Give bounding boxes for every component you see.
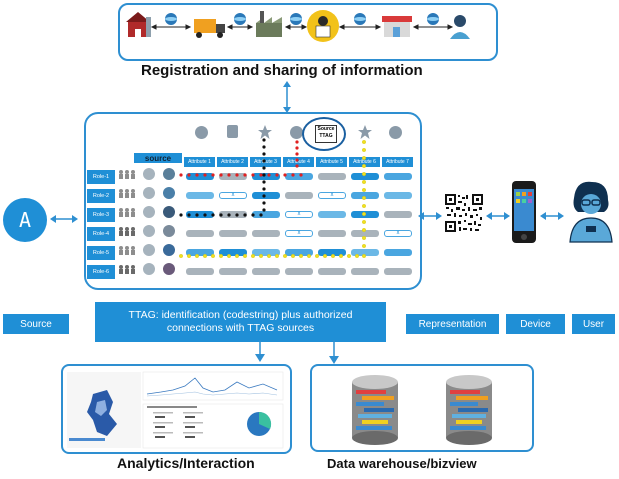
source-column-header: source bbox=[133, 152, 183, 164]
source-ttag-line1: Source bbox=[317, 126, 335, 132]
right-double-arrow-icon bbox=[418, 212, 442, 220]
representation-label: Representation bbox=[406, 314, 499, 334]
consumer-icon bbox=[450, 15, 470, 39]
source-ttag-card: Source TTAG bbox=[315, 125, 337, 143]
user-avatar-icon bbox=[569, 181, 613, 243]
black-dotted-connection bbox=[179, 138, 266, 217]
chain-connectors bbox=[150, 24, 454, 30]
red-dotted-connection bbox=[179, 140, 303, 177]
role-label-5: Role-5 bbox=[87, 246, 115, 260]
attribute-header-5: Attribute 5 bbox=[315, 156, 348, 168]
role-avatars bbox=[119, 168, 175, 275]
left-double-arrow-icon bbox=[50, 215, 78, 223]
badge-letter: A bbox=[18, 208, 32, 232]
attribute-header-1: Attribute 1 bbox=[183, 156, 216, 168]
attribute-tag-icon bbox=[227, 125, 238, 138]
yellow-dotted-connection bbox=[179, 140, 366, 258]
attribute-bubble-icon bbox=[389, 126, 402, 139]
globe-icon bbox=[165, 13, 439, 25]
people-group-icon bbox=[119, 170, 135, 274]
qr-code-icon bbox=[444, 193, 484, 233]
role-label-1: Role-1 bbox=[87, 170, 115, 184]
database-icon bbox=[446, 375, 492, 445]
shop-icon bbox=[382, 16, 412, 37]
source-label: Source bbox=[3, 314, 69, 334]
source-ttag-line2: TTAG bbox=[319, 133, 333, 139]
attribute-bubble-icon bbox=[195, 126, 208, 139]
user-label: User bbox=[572, 314, 615, 334]
attribute-bubble-icon bbox=[290, 126, 303, 139]
down-arrow-icon bbox=[329, 340, 339, 364]
barn-icon bbox=[126, 12, 151, 37]
ttag-description-box: TTAG: identification (codestring) plus a… bbox=[95, 302, 386, 342]
attribute-header-2: Attribute 2 bbox=[216, 156, 249, 168]
analytics-heading: Analytics/Interaction bbox=[117, 455, 255, 471]
supply-chain-panel bbox=[118, 3, 498, 61]
warehouse-panel bbox=[310, 364, 534, 452]
person-face-icon bbox=[143, 168, 175, 275]
inspector-icon bbox=[307, 10, 339, 42]
star-icon bbox=[358, 125, 372, 139]
role-label-2: Role-2 bbox=[87, 189, 115, 203]
source-a-badge[interactable]: A bbox=[3, 198, 47, 242]
role-label-6: Role-6 bbox=[87, 265, 115, 279]
ttag-line2: connections with TTAG sources bbox=[166, 322, 315, 334]
right-double-arrow-icon bbox=[540, 212, 564, 220]
role-label-3: Role-3 bbox=[87, 208, 115, 222]
attribute-header-4: Attribute 4 bbox=[282, 156, 315, 168]
registration-heading: Registration and sharing of information bbox=[141, 62, 423, 79]
warehouse-heading: Data warehouse/bizview bbox=[327, 456, 477, 471]
analytics-panel bbox=[61, 364, 292, 454]
right-double-arrow-icon bbox=[486, 212, 510, 220]
source-ttag-circle bbox=[302, 117, 346, 151]
factory-icon bbox=[256, 11, 282, 37]
device-label: Device bbox=[506, 314, 565, 334]
analytics-dashboard-thumbnail bbox=[67, 371, 284, 449]
supply-chain-diagram bbox=[126, 10, 470, 42]
database-icon bbox=[352, 375, 398, 445]
database-icons bbox=[352, 375, 492, 445]
ttag-line1: TTAG: identification (codestring) plus a… bbox=[128, 309, 353, 321]
role-label-4: Role-4 bbox=[87, 227, 115, 241]
star-icon bbox=[258, 125, 272, 139]
vertical-double-arrow-icon bbox=[283, 81, 291, 113]
down-arrow-icon bbox=[255, 340, 265, 362]
truck-icon bbox=[194, 19, 225, 38]
attribute-header-7: Attribute 7 bbox=[381, 156, 414, 168]
smartphone-icon bbox=[512, 181, 536, 243]
